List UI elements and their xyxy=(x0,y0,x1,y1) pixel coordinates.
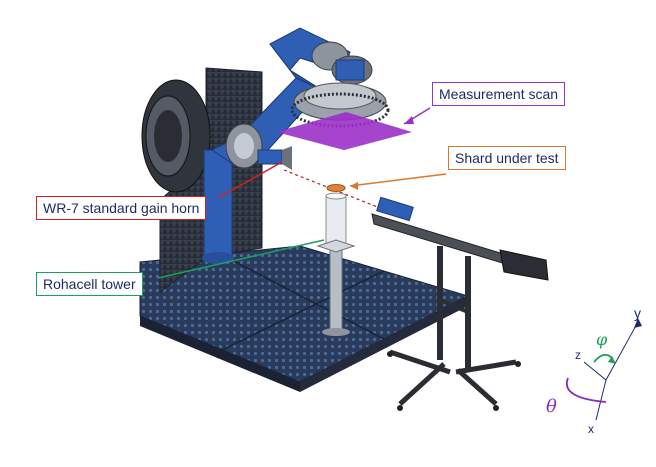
rotary-stage xyxy=(141,79,211,193)
pointer-tower xyxy=(157,239,325,279)
pointer-horn xyxy=(217,161,283,199)
rohacell-tower xyxy=(316,192,356,336)
receiver-rail-stand xyxy=(371,196,549,411)
robot-arm xyxy=(202,27,390,264)
axis-y-label: y xyxy=(634,305,641,321)
absorber-floor-platform xyxy=(139,245,470,392)
wr7-horn xyxy=(257,146,292,170)
horn-label: WR-7 standard gain horn xyxy=(36,196,207,220)
pointer-shard xyxy=(349,173,447,187)
coordinate-axes xyxy=(565,318,642,421)
axis-phi-label: φ xyxy=(596,330,608,349)
axis-x-label: x xyxy=(588,422,594,436)
beam-path xyxy=(283,169,381,209)
shard-sample xyxy=(326,184,346,192)
axis-z-label: z xyxy=(575,348,581,362)
axis-theta-label: θ xyxy=(546,396,557,417)
measurement-scan-label: Measurement scan xyxy=(432,82,566,106)
callout-pointers xyxy=(157,107,447,279)
shard-under-test-label: Shard under test xyxy=(448,146,566,170)
rohacell-tower-label: Rohacell tower xyxy=(36,272,143,296)
measurement-scan-plane xyxy=(276,112,412,150)
